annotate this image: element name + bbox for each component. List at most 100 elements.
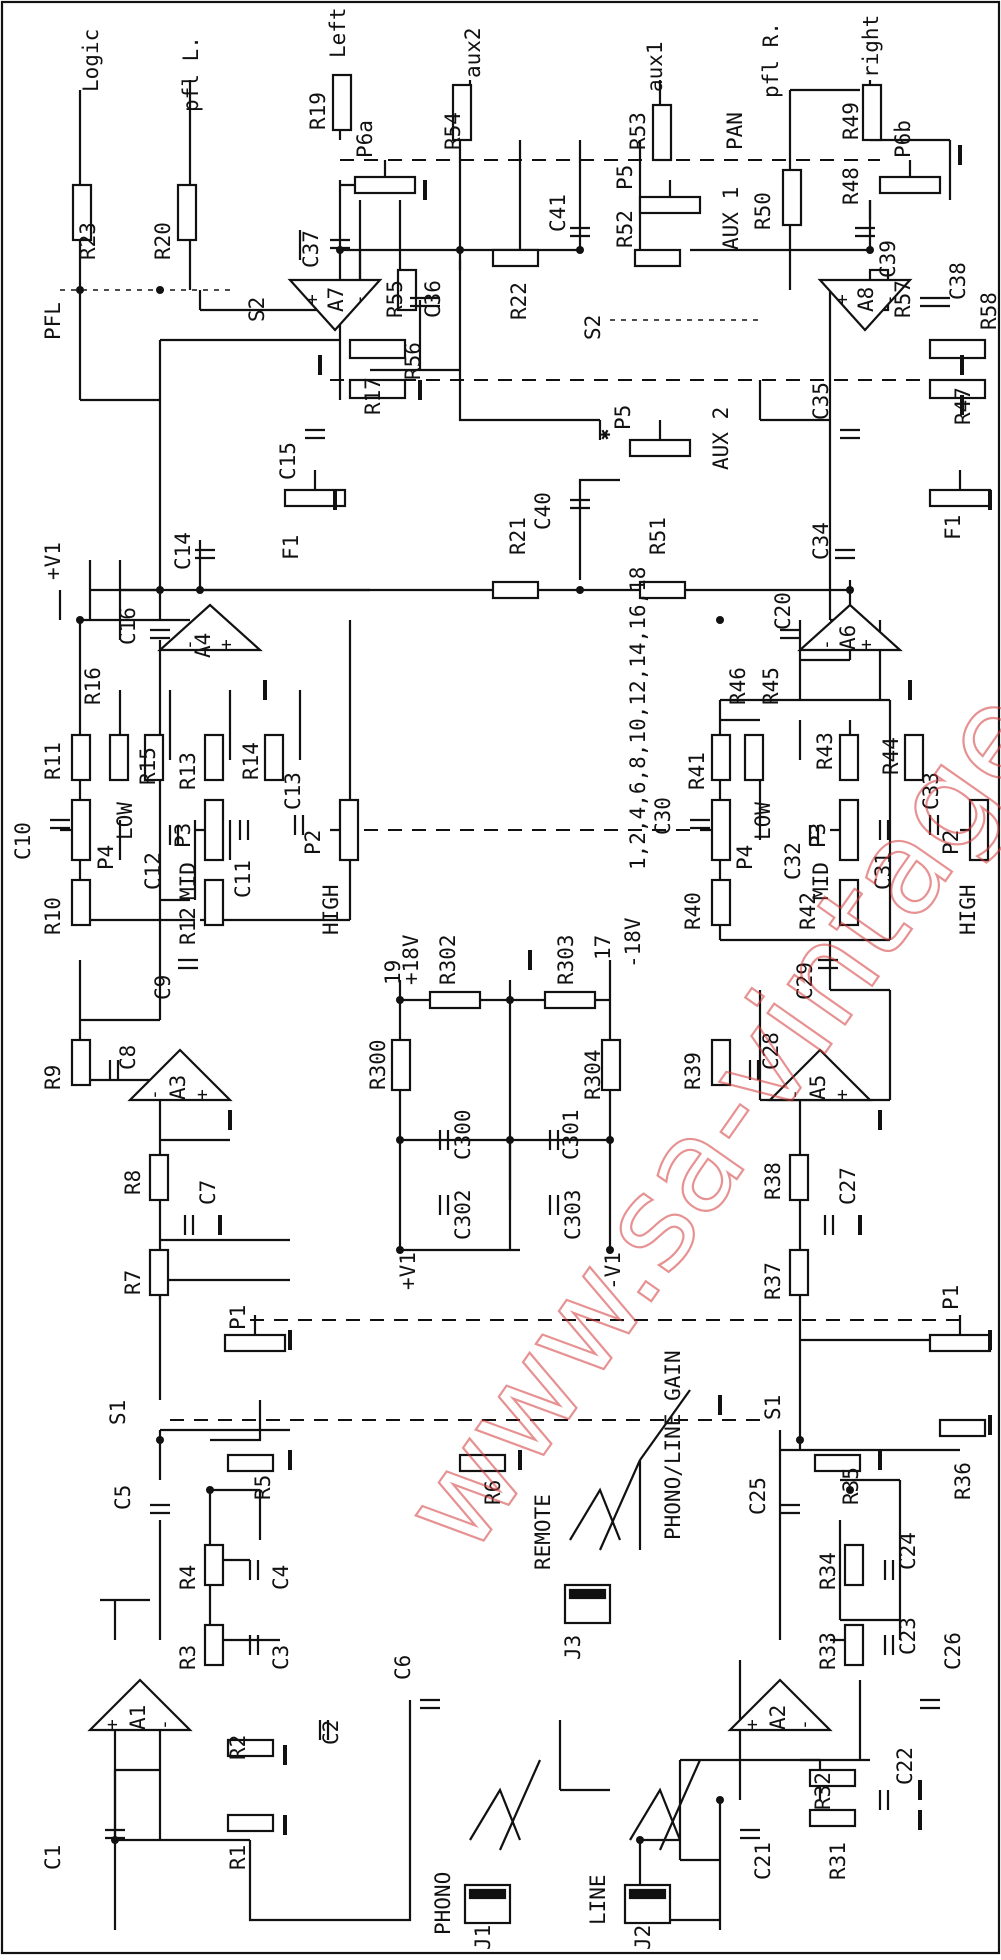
label-a2-plus: + bbox=[742, 1719, 763, 1730]
pot-p1-left bbox=[223, 1333, 287, 1353]
label-c39: C39 bbox=[876, 240, 900, 278]
label-p3-left: P3 bbox=[171, 823, 195, 848]
label-logic: Logic bbox=[79, 29, 103, 92]
resistor-r13 bbox=[203, 733, 225, 782]
mechanical-links bbox=[60, 159, 960, 1421]
resistor-r33 bbox=[843, 1623, 865, 1667]
label-a4: A4 bbox=[191, 633, 215, 658]
resistor-r303 bbox=[543, 990, 597, 1010]
label-j2: J2 bbox=[631, 1925, 655, 1950]
label-r9: R9 bbox=[41, 1065, 65, 1090]
resistor-r302 bbox=[428, 990, 482, 1010]
label-r21: R21 bbox=[506, 517, 530, 555]
label-r51: R51 bbox=[646, 517, 670, 555]
opamps bbox=[87, 278, 913, 1732]
label-r35: R35 bbox=[839, 1467, 863, 1505]
label-c28: C28 bbox=[759, 1032, 783, 1070]
label-r300: R300 bbox=[366, 1039, 390, 1090]
opamp-a2 bbox=[727, 1678, 833, 1732]
label-r304: R304 bbox=[581, 1049, 605, 1100]
label-r7: R7 bbox=[121, 1270, 145, 1295]
label-minus18: -18V bbox=[621, 917, 645, 968]
label-j3: J3 bbox=[561, 1635, 585, 1660]
label-c35: C35 bbox=[809, 382, 833, 420]
resistor-r54 bbox=[451, 83, 473, 142]
label-phono: PHONO bbox=[431, 1872, 455, 1935]
label-r12: R12 bbox=[176, 907, 200, 945]
pot-f1-right bbox=[928, 488, 992, 508]
label-c2: C2 bbox=[319, 1720, 343, 1745]
label-low-left: LOW bbox=[113, 802, 137, 840]
label-low-right: LOW bbox=[751, 802, 775, 840]
label-p5-top: P5 bbox=[613, 165, 637, 190]
label-r42: R42 bbox=[796, 892, 820, 930]
labels: Logic pfl L. Left aux2 aux1 pfl R. right… bbox=[11, 7, 1001, 1950]
label-c36: C36 bbox=[421, 280, 445, 318]
opamp-a4 bbox=[157, 603, 263, 652]
label-line: LINE bbox=[586, 1874, 610, 1925]
label-aux2-pot: AUX 2 bbox=[709, 407, 733, 470]
label-high-left: HIGH bbox=[319, 884, 343, 935]
label-r8: R8 bbox=[121, 1170, 145, 1195]
label-a7-minus: - bbox=[349, 294, 370, 305]
label-r54: R54 bbox=[441, 112, 465, 150]
opamp-a8 bbox=[817, 278, 913, 332]
label-c25: C25 bbox=[746, 1477, 770, 1515]
label-remote: REMOTE bbox=[531, 1494, 555, 1570]
label-gnd-pins: 1,2,4,6,8,10,12,14,16,18 bbox=[626, 567, 650, 870]
resistor-r300 bbox=[390, 1038, 412, 1092]
resistor-r34 bbox=[843, 1543, 865, 1587]
label-pin17: 17 bbox=[591, 935, 615, 960]
label-r52: R52 bbox=[613, 210, 637, 248]
label-a8: A8 bbox=[854, 287, 878, 312]
label-r22: R22 bbox=[507, 282, 531, 320]
label-c20: C20 bbox=[771, 592, 795, 630]
label-pfl-r: pfl R. bbox=[759, 22, 783, 98]
label-high-right: HIGH bbox=[956, 884, 980, 935]
label-p6a: P6a bbox=[353, 120, 377, 158]
label-pan: PAN bbox=[723, 112, 747, 150]
label-a2-minus: - bbox=[794, 1719, 815, 1730]
label-r47: R47 bbox=[951, 387, 975, 425]
label-j1: J1 bbox=[471, 1925, 495, 1950]
resistor-r31 bbox=[808, 1808, 857, 1828]
resistor-r44 bbox=[903, 733, 925, 782]
resistor-r42 bbox=[838, 878, 860, 927]
resistor-r50 bbox=[781, 168, 803, 227]
resistor-r23 bbox=[71, 183, 93, 242]
jacks bbox=[463, 1389, 702, 1925]
resistor-r38 bbox=[788, 1153, 810, 1202]
label-c32: C32 bbox=[781, 842, 805, 880]
label-r302: R302 bbox=[436, 934, 460, 985]
label-c13: C13 bbox=[281, 772, 305, 810]
label-aux1: aux1 bbox=[643, 41, 667, 92]
resistor-r1 bbox=[226, 1813, 275, 1833]
label-p2-left: P2 bbox=[301, 830, 325, 855]
label-r57: R57 bbox=[891, 280, 915, 318]
label-c302: C302 bbox=[451, 1189, 475, 1240]
label-c1: C1 bbox=[41, 1845, 65, 1870]
label-c27: C27 bbox=[836, 1167, 860, 1205]
label-a1: A1 bbox=[126, 1705, 150, 1730]
label-r17: R17 bbox=[361, 377, 385, 415]
label-r23: R23 bbox=[76, 222, 100, 260]
label-pfl: PFL bbox=[41, 302, 65, 340]
label-r6: R6 bbox=[481, 1480, 505, 1505]
capacitor-bodies bbox=[50, 226, 950, 1840]
label-r20: R20 bbox=[151, 222, 175, 260]
label-r55: R55 bbox=[383, 280, 407, 318]
label-a3-plus: + bbox=[192, 1089, 213, 1100]
label-c34: C34 bbox=[809, 522, 833, 560]
label-pfl-l: pfl L. bbox=[179, 36, 203, 112]
label-r14: R14 bbox=[239, 742, 263, 780]
junctions bbox=[76, 246, 874, 1844]
resistor-r45 bbox=[743, 733, 765, 782]
label-r15: R15 bbox=[136, 747, 160, 785]
resistor-bodies bbox=[70, 73, 987, 1833]
label-s2-right: S2 bbox=[581, 315, 605, 340]
label-c31: C31 bbox=[871, 852, 895, 890]
label-p1-right: P1 bbox=[939, 1285, 963, 1310]
label-a5-minus: - bbox=[784, 1089, 805, 1100]
